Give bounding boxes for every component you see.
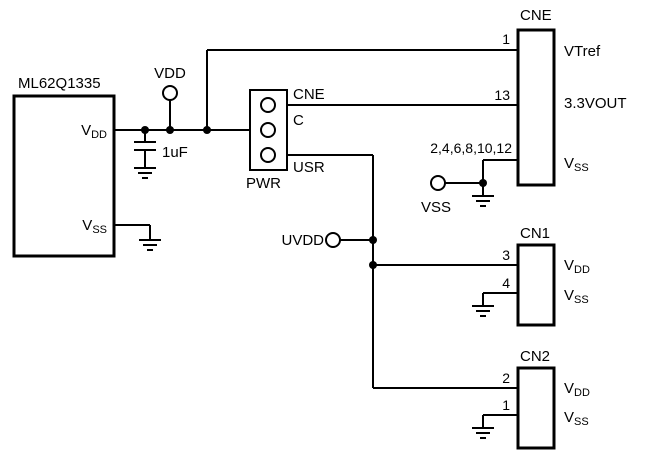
ic-pin-vdd-label: VDD <box>81 122 107 141</box>
cn1-vdd-label: VDD <box>564 257 590 276</box>
junction-dot <box>369 261 377 269</box>
cn2-vss-label: VSS <box>564 409 589 428</box>
cn2-pin2-number: 2 <box>502 370 510 386</box>
vss-terminal-label: VSS <box>421 199 451 216</box>
junction-dot <box>166 126 174 134</box>
vdd-terminal-label: VDD <box>154 65 186 82</box>
cne-vss-pins-number: 2,4,6,8,10,12 <box>430 140 512 156</box>
cn1-pin4-number: 4 <box>502 275 510 291</box>
cn2-vdd-label: VDD <box>564 380 590 399</box>
cne-connector-body <box>516 28 556 187</box>
cne-title: CNE <box>520 7 552 24</box>
cne-pin1-number: 1 <box>502 31 510 47</box>
ground-symbol-cn2 <box>471 427 495 439</box>
capacitor-value-label: 1uF <box>162 144 188 161</box>
junction-dot <box>141 126 149 134</box>
junction-dot <box>203 126 211 134</box>
pwr-pin-usr-label: USR <box>293 159 325 176</box>
ground-symbol-vss-terminal <box>471 195 495 207</box>
ic-body <box>12 94 116 258</box>
cne-pin13-number: 13 <box>494 87 510 103</box>
junction-dot <box>369 236 377 244</box>
ground-symbol-capacitor <box>133 167 157 179</box>
pwr-pin-cne-label: CNE <box>293 86 325 103</box>
cn2-title: CN2 <box>520 348 550 365</box>
ground-symbol-cn1 <box>471 305 495 317</box>
vss-terminal-circle <box>430 175 446 191</box>
pwr-pin-c-label: C <box>293 112 304 129</box>
pwr-connector-label: PWR <box>246 175 281 192</box>
ground-symbol-ic-vss <box>138 239 162 251</box>
cn1-pin3-number: 3 <box>502 247 510 263</box>
ic-title: ML62Q1335 <box>18 75 101 92</box>
pwr-pin-c-circle <box>260 122 276 138</box>
cn1-connector-body <box>516 243 556 327</box>
pwr-pin-cne-circle <box>260 97 276 113</box>
pwr-pin-usr-circle <box>260 147 276 163</box>
cn1-vss-label: VSS <box>564 287 589 306</box>
vdd-terminal-circle <box>162 85 178 101</box>
ic-pin-vss-label: VSS <box>82 217 107 236</box>
uvdd-terminal-label: UVDD <box>281 232 324 249</box>
cn2-pin1-number: 1 <box>502 397 510 413</box>
cne-vss-label: VSS <box>564 155 589 174</box>
cn2-connector-body <box>516 366 556 450</box>
cn1-title: CN1 <box>520 225 550 242</box>
cne-pin13-label: 3.3VOUT <box>564 95 627 112</box>
uvdd-terminal-circle <box>325 232 341 248</box>
cne-pin1-label: VTref <box>564 43 601 60</box>
junction-dot <box>479 179 487 187</box>
